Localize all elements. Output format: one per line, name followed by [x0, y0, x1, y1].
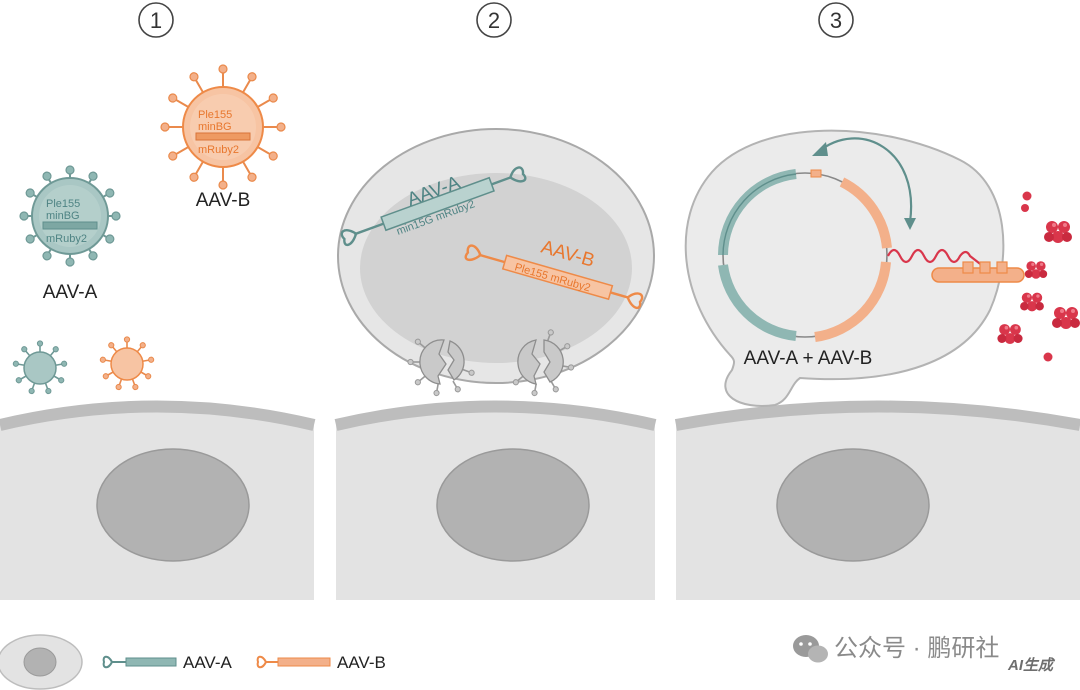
watermark-text: 公众号 · 鹏研社	[834, 635, 999, 662]
wechat-icon	[793, 635, 828, 663]
step-number-3-text: 3	[830, 8, 842, 33]
virus-b-line1: Ple155	[198, 109, 232, 121]
legend-aav-b-label: AAV-B	[337, 653, 386, 672]
nucleus	[436, 448, 590, 562]
legend-cell	[0, 634, 83, 690]
step-number-3: 3	[818, 2, 854, 38]
virus-b-line3: mRuby2	[198, 144, 239, 156]
virus-a-line2: minBG	[46, 210, 80, 222]
endosome	[337, 128, 655, 384]
cell-with-protrusion	[684, 129, 1005, 407]
legend-aav-a-label: AAV-A	[183, 653, 232, 672]
cell-panel-3	[674, 400, 1080, 600]
construct-aav-a	[340, 166, 527, 247]
nucleus	[96, 448, 250, 562]
broken-capsid-1	[407, 337, 476, 397]
step-number-2: 2	[476, 2, 512, 38]
virus-a-line3: mRuby2	[46, 233, 87, 245]
translation-complex	[931, 261, 1025, 283]
virus-a-line1: Ple155	[46, 198, 80, 210]
legend-aav-b	[256, 655, 331, 669]
plasmid-ring	[718, 169, 892, 342]
small-virus-a	[12, 340, 68, 396]
step-number-2-text: 2	[488, 8, 500, 33]
broken-capsid-2	[511, 328, 575, 397]
watermark-badge: AI生成	[1007, 657, 1056, 674]
virus-aav-a	[19, 165, 121, 267]
virus-b-label: AAV-B	[196, 190, 251, 211]
step-number-1: 1	[138, 2, 174, 38]
combined-label: AAV-A + AAV-B	[744, 348, 873, 369]
virus-b-line2: minBG	[198, 121, 232, 133]
mruby2-proteins	[997, 191, 1080, 362]
mrna-strand	[887, 248, 989, 271]
nucleus	[776, 448, 930, 562]
small-virus-b	[99, 336, 155, 392]
virus-a-label: AAV-A	[43, 282, 98, 303]
cell-panel-1	[0, 400, 316, 600]
step-number-1-text: 1	[150, 8, 162, 33]
virus-aav-b	[160, 64, 286, 190]
recombination-arrow	[812, 137, 916, 230]
legend-aav-a	[102, 655, 177, 669]
cell-panel-2	[334, 400, 657, 600]
construct-aav-b	[464, 244, 644, 309]
